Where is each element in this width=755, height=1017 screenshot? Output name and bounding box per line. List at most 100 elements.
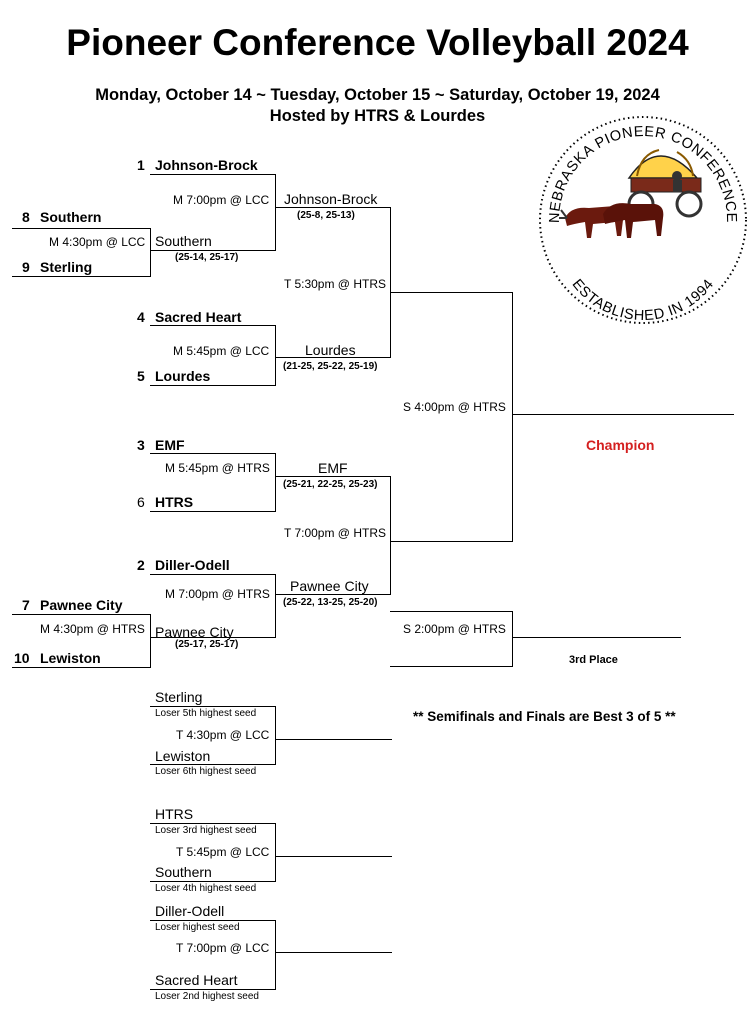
bracket-line xyxy=(390,476,391,595)
bracket-line xyxy=(12,614,150,615)
seed-number: 4 xyxy=(137,309,145,325)
winner-name: Lourdes xyxy=(305,342,356,358)
game-time: T 7:00pm @ LCC xyxy=(176,941,270,955)
seed-number: 3 xyxy=(137,437,145,453)
match-score: (25-21, 22-25, 25-23) xyxy=(283,479,378,490)
game-time: M 5:45pm @ LCC xyxy=(173,344,270,358)
svg-text:ESTABLISHED IN 1994: ESTABLISHED IN 1994 xyxy=(569,276,718,324)
bracket-line xyxy=(275,574,276,638)
bracket-line xyxy=(275,594,391,595)
game-time: M 5:45pm @ HTRS xyxy=(165,461,270,475)
third-place-line xyxy=(512,637,681,638)
team-seed-8: Southern xyxy=(40,209,102,225)
bracket-line xyxy=(150,250,276,251)
consolation-team: Diller-Odell xyxy=(155,903,225,919)
consolation-seed-note: Loser 6th highest seed xyxy=(155,766,257,777)
seed-number: 6 xyxy=(137,494,145,510)
game-time: M 7:00pm @ LCC xyxy=(173,193,270,207)
bracket-line xyxy=(390,541,513,542)
logo-bottom-text: ESTABLISHED IN 1994 xyxy=(569,276,717,324)
team-seed-3: EMF xyxy=(155,437,185,453)
winner-name: Pawnee City xyxy=(290,578,369,594)
seed-number: 1 xyxy=(137,157,145,173)
bracket-line xyxy=(390,611,513,612)
game-time: M 4:30pm @ LCC xyxy=(49,235,146,249)
consolation-seed-note: Loser 3rd highest seed xyxy=(155,825,257,836)
team-seed-1: Johnson-Brock xyxy=(155,157,258,173)
bracket-line xyxy=(150,989,276,990)
game-time: T 5:45pm @ LCC xyxy=(176,845,270,859)
seed-number: 7 xyxy=(22,597,30,613)
consolation-team: Southern xyxy=(155,864,212,880)
champion-label: Champion xyxy=(586,437,655,453)
bracket-line xyxy=(150,764,276,765)
conference-logo: NEBRASKA PIONEER CONFERENCE ESTABLISHED … xyxy=(539,116,747,324)
bracket-line xyxy=(150,823,276,824)
bracket-line xyxy=(275,453,276,512)
consolation-seed-note: Loser highest seed xyxy=(155,922,240,933)
team-seed-10: Lewiston xyxy=(40,650,101,666)
bracket-line xyxy=(12,276,150,277)
bracket-line xyxy=(150,574,276,575)
game-time: T 4:30pm @ LCC xyxy=(176,728,270,742)
seed-number: 9 xyxy=(22,259,30,275)
tournament-dates: Monday, October 14 ~ Tuesday, October 15… xyxy=(95,86,660,104)
bracket-line xyxy=(390,207,391,358)
page-title: Pioneer Conference Volleyball 2024 xyxy=(66,22,689,63)
bracket-line xyxy=(512,611,513,667)
bracket-line xyxy=(150,453,276,454)
bracket-line xyxy=(275,207,391,208)
bracket-line xyxy=(390,666,513,667)
seed-number: 8 xyxy=(22,209,30,225)
consolation-seed-note: Loser 4th highest seed xyxy=(155,883,257,894)
seed-number: 5 xyxy=(137,368,145,384)
winner-name: Southern xyxy=(155,233,212,249)
seed-number: 2 xyxy=(137,557,145,573)
third-place-label: 3rd Place xyxy=(569,654,618,666)
team-seed-5: Lourdes xyxy=(155,368,211,384)
bracket-line xyxy=(150,511,276,512)
game-time: M 7:00pm @ HTRS xyxy=(165,587,270,601)
bracket-line xyxy=(275,325,276,386)
logo-dotted-ring xyxy=(539,116,747,324)
match-score: (21-25, 25-22, 25-19) xyxy=(283,361,378,372)
consolation-team: Sacred Heart xyxy=(155,972,238,988)
bracket-line xyxy=(275,476,391,477)
consolation-team: Sterling xyxy=(155,689,203,705)
bracket-line xyxy=(150,881,276,882)
match-score: (25-22, 13-25, 25-20) xyxy=(283,597,378,608)
match-score: (25-8, 25-13) xyxy=(297,210,355,221)
game-time: S 2:00pm @ HTRS xyxy=(403,622,506,636)
bracket-line xyxy=(275,357,391,358)
bracket-line xyxy=(390,292,513,293)
bracket-line xyxy=(12,228,150,229)
bracket-line xyxy=(150,325,276,326)
winner-name: Johnson-Brock xyxy=(284,191,378,207)
bracket-line xyxy=(275,706,276,765)
winner-name: EMF xyxy=(318,460,348,476)
bracket-line xyxy=(150,228,151,277)
bracket-line xyxy=(275,856,392,857)
bracket-line xyxy=(150,614,151,668)
bracket-line xyxy=(275,739,392,740)
consolation-seed-note: Loser 2nd highest seed xyxy=(155,991,259,1002)
team-seed-4: Sacred Heart xyxy=(155,309,242,325)
wagon-oxen-icon xyxy=(559,149,703,238)
team-seed-7: Pawnee City xyxy=(40,597,123,613)
bracket-line xyxy=(275,174,276,251)
match-score: (25-14, 25-17) xyxy=(175,252,239,263)
bracket-line xyxy=(150,637,276,638)
bracket-line xyxy=(275,952,392,953)
hosted-by: Hosted by HTRS & Lourdes xyxy=(269,107,486,125)
bracket-line xyxy=(150,920,276,921)
team-seed-9: Sterling xyxy=(40,259,93,275)
best-of-note: ** Semifinals and Finals are Best 3 of 5… xyxy=(413,709,676,724)
consolation-team: Lewiston xyxy=(155,748,211,764)
champion-line xyxy=(512,414,734,415)
game-time: T 7:00pm @ HTRS xyxy=(284,526,386,540)
bracket-line xyxy=(150,174,276,175)
consolation-seed-note: Loser 5th highest seed xyxy=(155,708,257,719)
team-seed-2: Diller-Odell xyxy=(155,557,230,573)
bracket-line xyxy=(150,706,276,707)
bracket-line xyxy=(512,292,513,542)
